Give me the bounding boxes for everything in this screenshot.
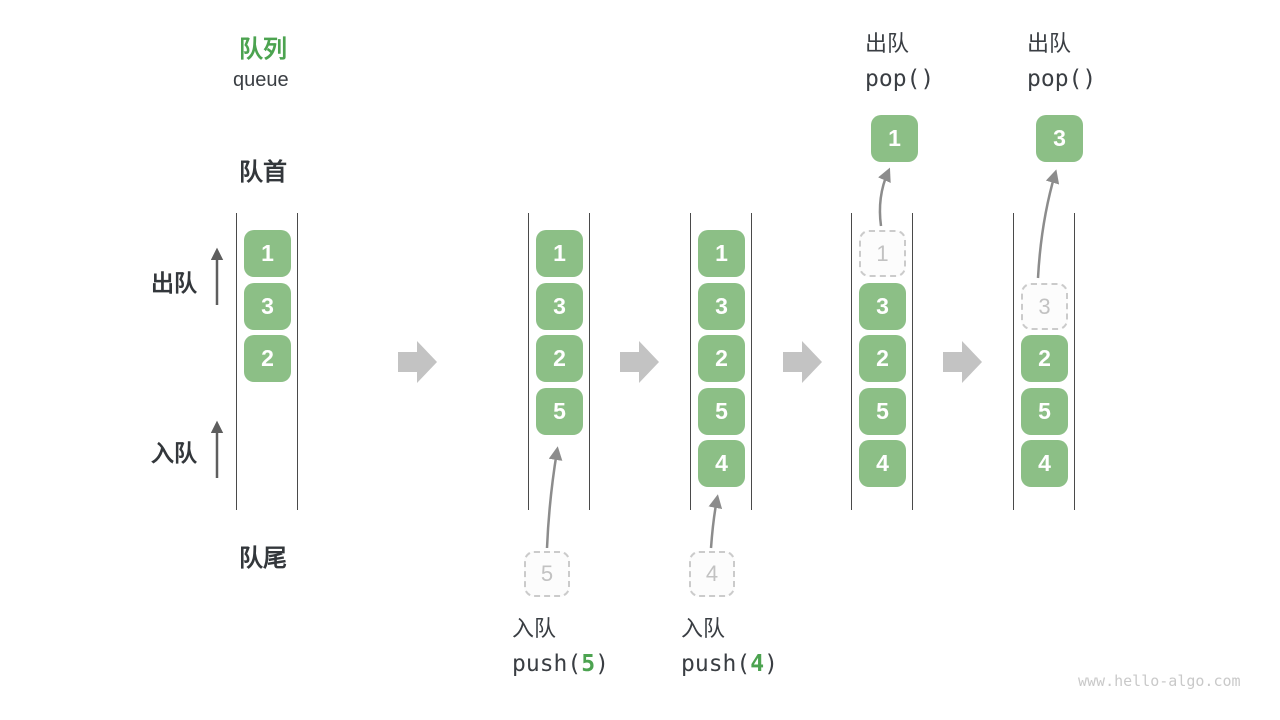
push-code-text: push(4) xyxy=(681,651,778,677)
queue-item-box: 5 xyxy=(698,388,745,435)
push-operation-label: 入队 push(4) xyxy=(681,618,778,676)
queue-rear-label: 队尾 xyxy=(239,545,287,572)
queue-item-box: 4 xyxy=(859,440,906,487)
dequeue-side-label: 出队 xyxy=(151,270,197,296)
queue-column-state-pop-3: 3 2 5 4 xyxy=(1013,213,1075,510)
queue-item-box: 3 xyxy=(698,283,745,330)
popped-item-box: 3 xyxy=(1036,115,1083,162)
push-arg: 4 xyxy=(750,651,765,677)
queue-front-label: 队首 xyxy=(239,159,287,186)
popped-item-box: 1 xyxy=(871,115,918,162)
queue-item-box: 2 xyxy=(698,335,745,382)
watermark-text: www.hello-algo.com xyxy=(1078,672,1241,690)
queue-item-box: 2 xyxy=(1021,335,1068,382)
push-arg: 5 xyxy=(581,651,596,677)
queue-item-box: 1 xyxy=(244,230,291,277)
push-code-text: push(5) xyxy=(512,651,609,677)
queue-column-state-push-5: 1 3 2 5 xyxy=(528,213,590,510)
queue-item-box: 1 xyxy=(698,230,745,277)
diagram-title-zh: 队列 xyxy=(239,36,287,63)
queue-column-state-push-4: 1 3 2 5 4 xyxy=(690,213,752,510)
queue-item-box: 1 xyxy=(536,230,583,277)
diagram-title-en: queue xyxy=(233,69,289,91)
queue-item-box: 4 xyxy=(698,440,745,487)
queue-column-state-initial: 1 3 2 xyxy=(236,213,298,510)
queue-item-box: 5 xyxy=(859,388,906,435)
queue-item-box: 2 xyxy=(536,335,583,382)
flow-arrow-icon xyxy=(398,341,437,383)
pop-code-text: pop() xyxy=(1027,66,1097,92)
queue-item-box: 2 xyxy=(859,335,906,382)
queue-item-box: 3 xyxy=(859,283,906,330)
push-action-text: 入队 xyxy=(681,616,726,641)
push-operation-label: 入队 push(5) xyxy=(512,618,609,676)
pop-action-text: 出队 xyxy=(865,31,910,56)
queue-column-state-pop-1: 1 3 2 5 4 xyxy=(851,213,913,510)
queue-item-box: 3 xyxy=(536,283,583,330)
flow-arrow-icon xyxy=(943,341,982,383)
pending-item-box: 4 xyxy=(689,551,735,597)
pending-item-box: 5 xyxy=(524,551,570,597)
dequeued-ghost-box: 1 xyxy=(859,230,906,277)
queue-item-box: 3 xyxy=(244,283,291,330)
enqueue-side-label: 入队 xyxy=(151,440,197,466)
pop-operation-label: 出队 pop() xyxy=(1027,33,1096,91)
queue-item-box: 2 xyxy=(244,335,291,382)
pop-action-text: 出队 xyxy=(1027,31,1072,56)
pop-operation-label: 出队 pop() xyxy=(865,33,934,91)
queue-item-box: 5 xyxy=(1021,388,1068,435)
pop-code-text: pop() xyxy=(865,66,935,92)
flow-arrow-icon xyxy=(783,341,822,383)
queue-item-box: 4 xyxy=(1021,440,1068,487)
flow-arrow-icon xyxy=(620,341,659,383)
push-action-text: 入队 xyxy=(512,616,557,641)
queue-item-box: 5 xyxy=(536,388,583,435)
dequeued-ghost-box: 3 xyxy=(1021,283,1068,330)
